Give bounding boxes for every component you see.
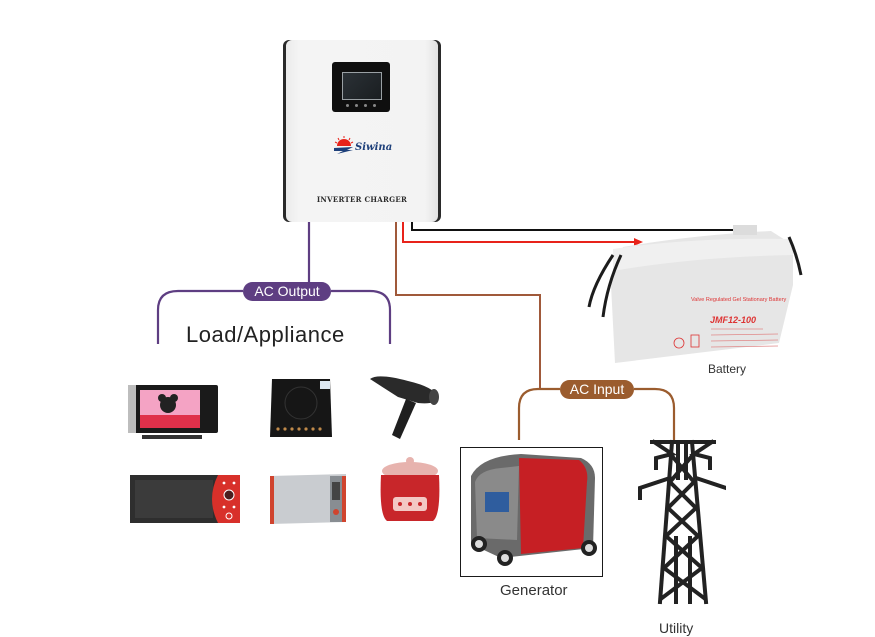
microwave-oven-icon <box>270 474 346 524</box>
button-dot <box>364 104 367 107</box>
battery-positive-wire <box>402 222 640 243</box>
rice-cooker-icon <box>380 457 440 521</box>
generator-frame <box>460 447 603 577</box>
brand-logo: Siwina <box>333 135 403 159</box>
ac-output-badge: AC Output <box>243 282 331 301</box>
ac-input-badge: AC Input <box>560 380 634 399</box>
lcd-display-icon <box>332 62 390 112</box>
generator-icon <box>471 454 597 566</box>
battery-label: Battery <box>708 362 747 376</box>
brand-name: Siwina <box>355 142 393 153</box>
button-dot <box>373 104 376 107</box>
svg-text:Valve Regulated Gel Stationary: Valve Regulated Gel Stationary Battery <box>691 297 787 303</box>
induction-cooker-icon <box>270 379 332 437</box>
ac-input-wire <box>395 222 541 389</box>
lcd-screen <box>342 72 382 100</box>
power-tower-icon <box>638 439 726 605</box>
utility-label: Utility <box>659 620 694 636</box>
battery-model: JMF12-100 <box>710 315 756 325</box>
sun-logo-icon <box>334 136 354 154</box>
generator-label: Generator <box>500 582 568 599</box>
microwave-icon <box>130 475 240 523</box>
ac-output-bracket <box>156 289 392 344</box>
inverter-charger: Siwina INVERTER CHARGER <box>283 40 441 222</box>
button-dot <box>355 104 358 107</box>
inverter-label: INVERTER CHARGER <box>316 195 408 204</box>
battery-icon: Valve Regulated Gel Stationary Battery J… <box>587 225 803 363</box>
button-dot <box>346 104 349 107</box>
television-icon <box>128 385 218 439</box>
load-appliance-title: Load/Appliance <box>186 322 345 347</box>
ac-input-bracket <box>517 387 676 440</box>
hair-dryer-icon <box>370 376 439 439</box>
